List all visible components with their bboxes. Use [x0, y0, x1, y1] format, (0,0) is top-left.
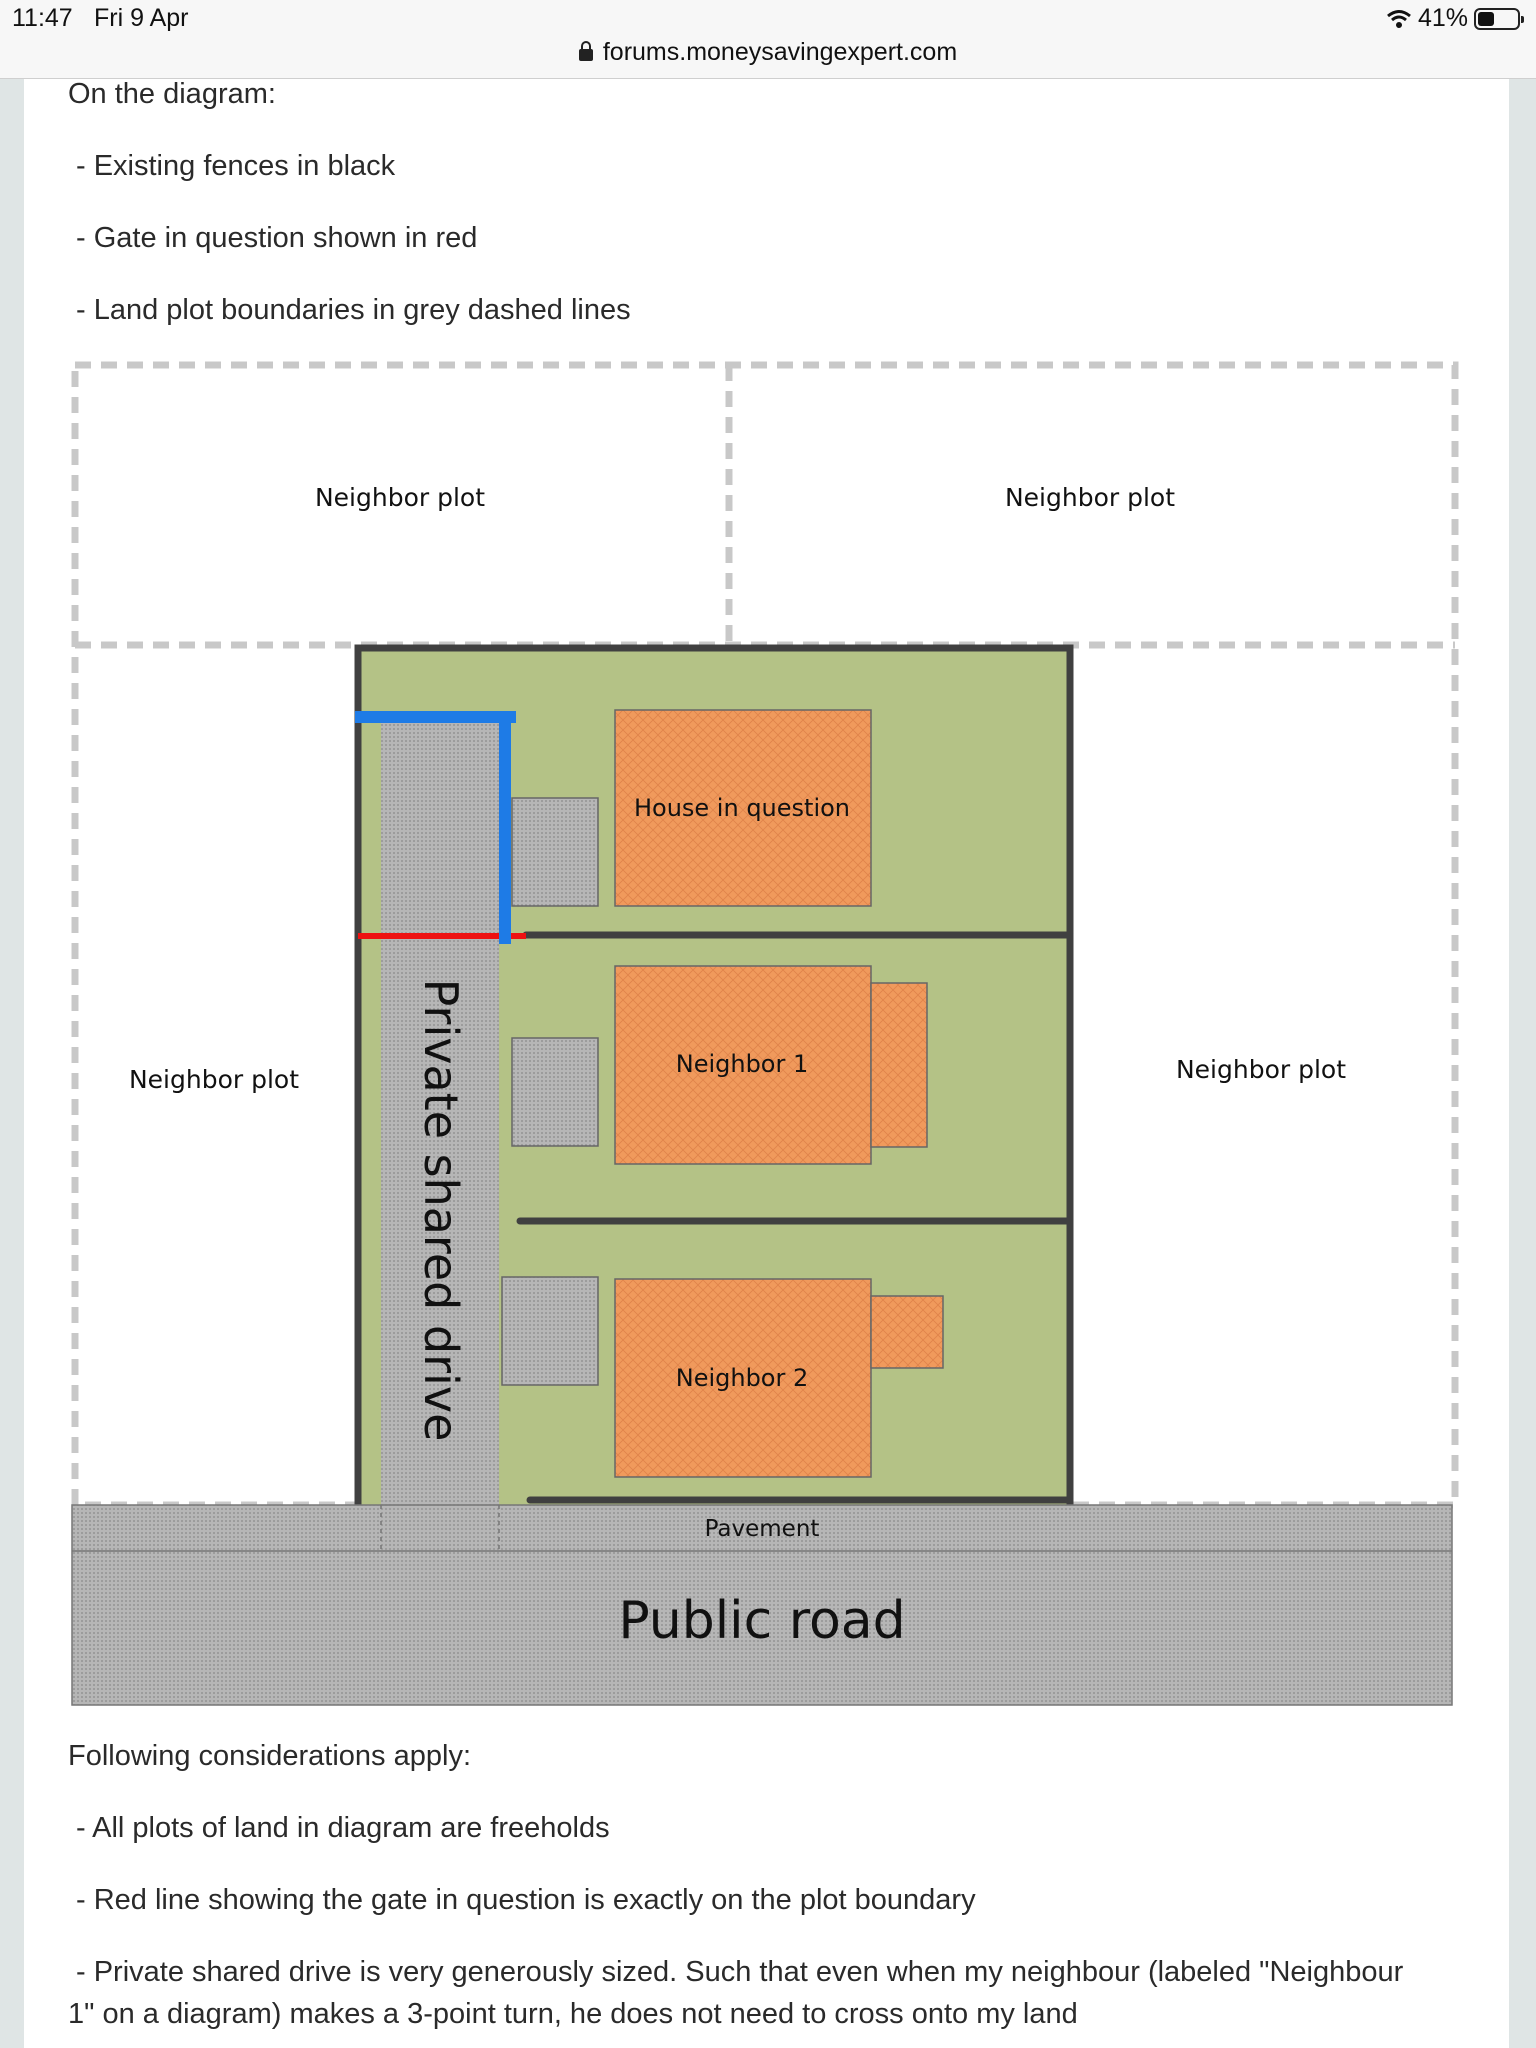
status-date: Fri 9 Apr	[94, 4, 189, 32]
status-bar: 11:47 Fri 9 Apr 41% forums.moneysavingex…	[0, 0, 1536, 79]
legend-item: - Existing fences in black	[76, 150, 396, 182]
legend-item: - Gate in question shown in red	[76, 222, 478, 254]
neighbor-plot-label: Neighbor plot	[1176, 1055, 1346, 1084]
status-time: 11:47	[12, 4, 73, 32]
plot-diagram: Neighbor plot Neighbor plot Neighbor plo…	[71, 361, 1459, 1706]
house-label: House in question	[634, 794, 850, 822]
fences	[354, 644, 1074, 1509]
status-right: 41%	[1386, 4, 1524, 33]
battery-icon	[1474, 7, 1524, 30]
driveway-neighbor2	[501, 1276, 599, 1386]
neighbor-plot-label: Neighbor plot	[315, 483, 485, 512]
driveway-neighbor1	[511, 1037, 599, 1147]
neighbor2-extension	[870, 1295, 944, 1369]
drive-label: Private shared drive	[414, 979, 468, 1442]
intro-text: On the diagram:	[68, 78, 276, 110]
public-road	[71, 1504, 1453, 1706]
private-drive	[381, 717, 499, 1507]
pavement-label: Pavement	[705, 1516, 820, 1542]
legend-item: - Land plot boundaries in grey dashed li…	[76, 294, 631, 326]
consideration-item: - Red line showing the gate in question …	[76, 1884, 976, 1916]
neighbor1-house	[614, 965, 872, 1165]
neighbor-plot-label: Neighbor plot	[1005, 483, 1175, 512]
driveway-house	[511, 797, 599, 907]
consideration-item: - Private shared drive is very generousl…	[76, 1956, 1404, 1988]
house-in-question	[614, 709, 872, 907]
consideration-item: 1" on a diagram) makes a 3-point turn, h…	[68, 1998, 1078, 2030]
considerations-heading: Following considerations apply:	[68, 1740, 471, 1772]
neighbor2-label: Neighbor 2	[676, 1364, 809, 1392]
neighbor-plot-label: Neighbor plot	[129, 1065, 299, 1094]
url-text: forums.moneysavingexpert.com	[602, 38, 958, 66]
blue-fence-line	[355, 711, 516, 944]
battery-percent: 41%	[1417, 4, 1468, 32]
consideration-item: - All plots of land in diagram are freeh…	[76, 1812, 610, 1844]
neighbor2-house	[614, 1278, 872, 1478]
road-label: Public road	[618, 1591, 905, 1651]
address-bar[interactable]: forums.moneysavingexpert.com	[0, 38, 1536, 67]
wifi-icon	[1387, 9, 1411, 28]
neighbor1-label: Neighbor 1	[676, 1050, 809, 1078]
neighbor1-extension	[870, 982, 928, 1148]
lock-icon	[578, 41, 593, 61]
